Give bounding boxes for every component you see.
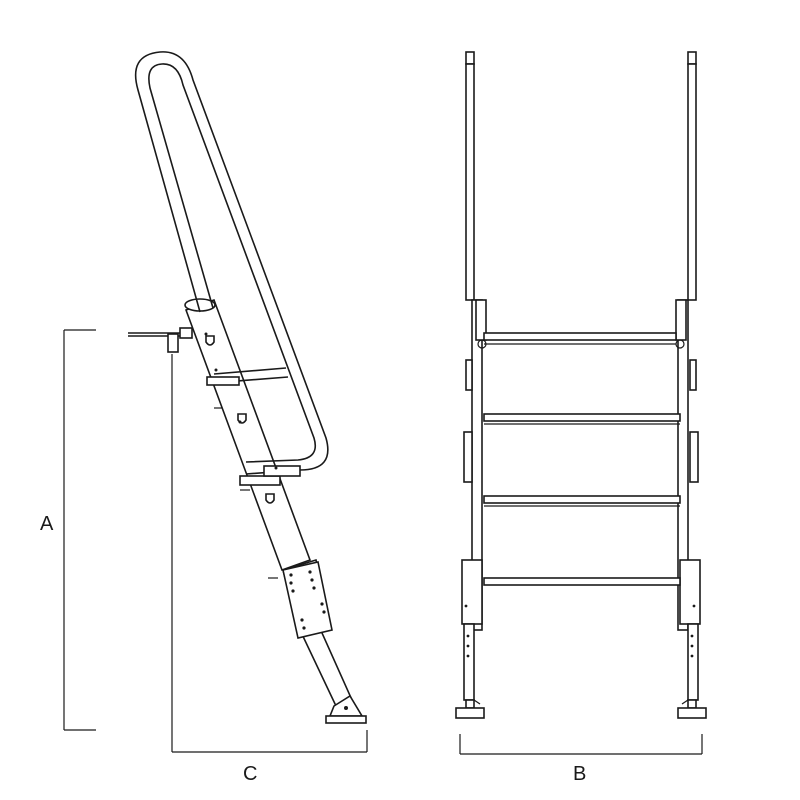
- platform-lip: [128, 327, 193, 353]
- side-adjust-bracket: [204, 332, 333, 639]
- side-view: [128, 51, 367, 724]
- dimension-b-line: [459, 734, 703, 755]
- side-foot: [325, 694, 367, 724]
- front-right-upright: [675, 51, 707, 719]
- dimension-a-line: [63, 329, 96, 731]
- front-view: [455, 51, 707, 719]
- dimension-b-label: B: [573, 763, 587, 785]
- front-treads: [483, 332, 681, 586]
- dimension-c-line: [171, 354, 368, 753]
- side-treads: [205, 335, 278, 579]
- front-left-upright: [455, 51, 487, 719]
- dimension-c-label: C: [243, 763, 258, 785]
- side-handrail: [134, 51, 329, 486]
- dimension-a-label: A: [40, 513, 54, 535]
